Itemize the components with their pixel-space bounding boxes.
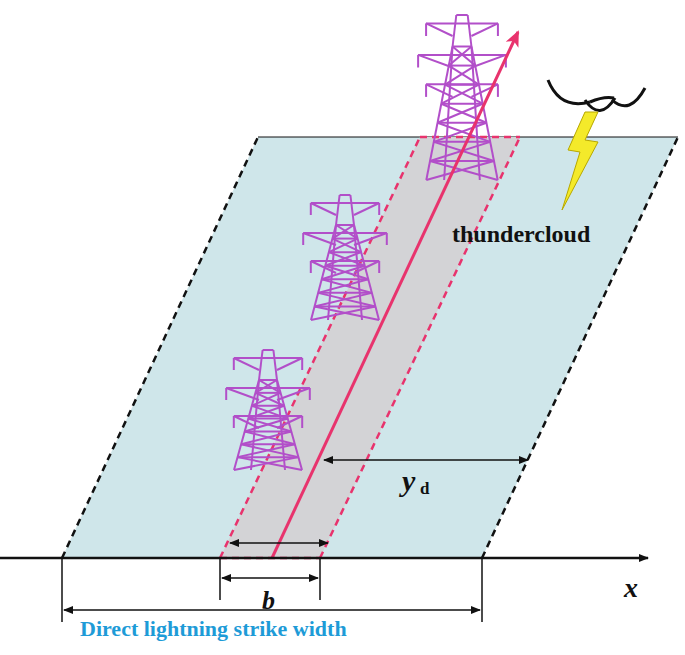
lightning-bolt	[562, 112, 598, 210]
thundercloud-symbol	[548, 80, 645, 111]
dimension-symbol: y	[402, 466, 415, 496]
dimension-subscript: d	[420, 480, 429, 497]
width-label: Direct lightning strike width	[80, 618, 347, 640]
line-axis	[272, 32, 518, 558]
dimension-symbol: b	[262, 588, 275, 614]
yd-dimension	[324, 459, 528, 461]
x-axis	[0, 557, 648, 560]
cloud-label: thundercloud	[452, 222, 590, 246]
axis-label: x	[624, 574, 638, 602]
